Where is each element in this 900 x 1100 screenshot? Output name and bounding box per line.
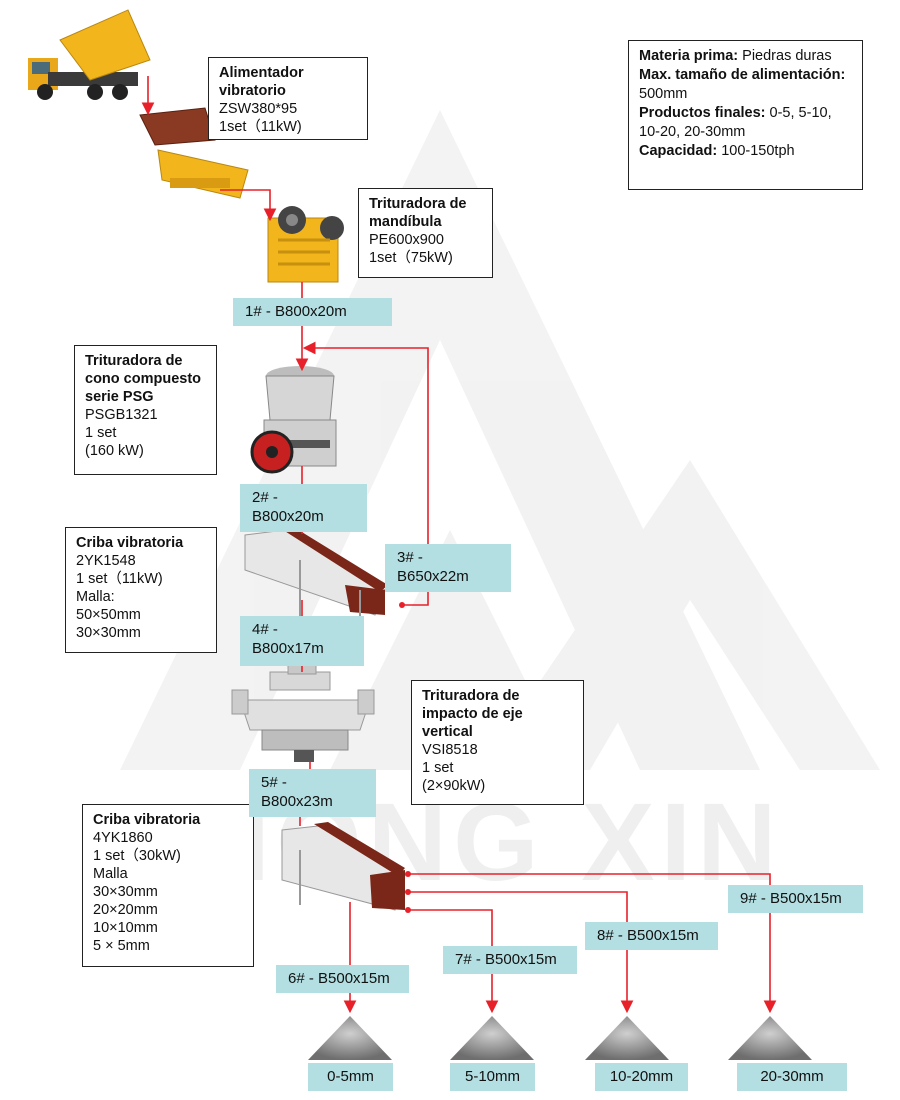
product-label-10-20: 10-20mm: [595, 1063, 688, 1091]
belt-9-text: 9# - B500x15m: [740, 890, 842, 907]
cone-power: (160 kW): [85, 443, 144, 459]
jaw-name: Trituradora de mandíbula: [369, 196, 467, 230]
screen1-mesh-1: 50×50mm: [76, 607, 141, 623]
dump-truck-icon: [28, 9, 151, 100]
jaw-set: 1set（75kW): [369, 250, 453, 266]
screen1-mesh-2: 30×30mm: [76, 625, 141, 641]
belt-2-text-b: B800x20m: [252, 508, 324, 525]
feed-size-label: Max. tamaño de alimentación:: [639, 67, 846, 83]
screen2-mesh-3: 10×10mm: [93, 920, 158, 936]
feeder-model: ZSW380*95: [219, 101, 298, 117]
screen1-set: 1 set（11kW): [76, 571, 163, 587]
belt-6-label: 6# - B500x15m: [276, 965, 409, 993]
capacity-label: Capacidad:: [639, 143, 718, 159]
belt-5-label: 5# - B800x23m: [249, 769, 376, 817]
belt-1-label: 1# - B800x20m: [233, 298, 392, 326]
belt-7-text: 7# - B500x15m: [455, 951, 557, 968]
screen2-set: 1 set（30kW): [93, 848, 181, 864]
screen2-mesh-2: 20×20mm: [93, 902, 158, 918]
vsi-power: (2×90kW): [422, 778, 486, 794]
belt-7-label: 7# - B500x15m: [443, 946, 577, 974]
feeder-set: 1set（11kW): [219, 119, 302, 135]
stockpile-20-30-icon: [728, 1016, 812, 1060]
stockpile-0-5-icon: [308, 1016, 392, 1060]
belt-9-label: 9# - B500x15m: [728, 885, 863, 913]
jaw-crusher-icon: [267, 206, 344, 283]
screen2-mesh-1: 30×30mm: [93, 884, 158, 900]
raw-material-value: Piedras duras: [742, 48, 832, 64]
belt-4-text-a: 4# -: [252, 621, 278, 638]
belt-5-text-b: B800x23m: [261, 793, 333, 810]
vsi-set: 1 set: [422, 760, 454, 776]
product-label-5-10: 5-10mm: [450, 1063, 535, 1091]
cone-model: PSGB1321: [85, 407, 158, 423]
feeder-name: Alimentador vibratorio: [219, 65, 304, 99]
belt-4-text-b: B800x17m: [252, 640, 324, 657]
cone-set: 1 set: [85, 425, 117, 441]
raw-material-label: Materia prima:: [639, 48, 739, 64]
vsi-model: VSI8518: [422, 742, 478, 758]
products-label: Productos finales:: [639, 105, 766, 121]
cone-crusher-icon: [250, 366, 337, 474]
products-value: 0-5, 5-10, 10-20, 20-30mm: [639, 105, 832, 140]
vibrating-screen-2-icon: [281, 822, 406, 911]
product-label-20-30: 20-30mm: [737, 1063, 847, 1091]
belt-2-label: 2# - B800x20m: [240, 484, 367, 532]
stockpile-10-20-icon: [585, 1016, 669, 1060]
screen1-model: 2YK1548: [76, 553, 136, 569]
feed-size-value: 500mm: [639, 86, 688, 102]
belt-3-text-a: 3# -: [397, 549, 423, 566]
spec-box: Materia prima: Piedras duras Max. tamaño…: [628, 40, 863, 190]
belt-6-text: 6# - B500x15m: [288, 970, 390, 987]
vibrating-feeder-icon: [139, 107, 249, 199]
belt-8-text: 8# - B500x15m: [597, 927, 699, 944]
screen1-mesh-label: Malla:: [76, 589, 115, 605]
screen1-name: Criba vibratoria: [76, 535, 184, 551]
belt-3-label: 3# - B650x22m: [385, 544, 511, 592]
screen2-name: Criba vibratoria: [93, 812, 201, 828]
screen-2-box: Criba vibratoria 4YK1860 1 set（30kW) Mal…: [82, 804, 254, 967]
screen2-mesh-label: Malla: [93, 866, 128, 882]
feeder-box: Alimentador vibratorio ZSW380*95 1set（11…: [208, 57, 368, 140]
vsi-name: Trituradora de impacto de eje vertical: [422, 688, 523, 740]
belt-1-text: 1# - B800x20m: [245, 303, 347, 320]
stockpile-5-10-icon: [450, 1016, 534, 1060]
vsi-crusher-box: Trituradora de impacto de eje vertical V…: [411, 680, 584, 805]
jaw-model: PE600x900: [369, 232, 444, 248]
watermark-logo: [120, 110, 880, 770]
belt-5-text-a: 5# -: [261, 774, 287, 791]
screen2-mesh-4: 5 × 5mm: [93, 938, 150, 954]
product-label-0-5: 0-5mm: [308, 1063, 393, 1091]
screen2-model: 4YK1860: [93, 830, 153, 846]
cone-crusher-box: Trituradora de cono compuesto serie PSG …: [74, 345, 217, 475]
screen-1-box: Criba vibratoria 2YK1548 1 set（11kW) Mal…: [65, 527, 217, 653]
flow-arrows: [141, 76, 777, 1014]
belt-2-text-a: 2# -: [252, 489, 278, 506]
capacity-value: 100-150tph: [721, 143, 795, 159]
flow-junction-dots: [399, 602, 411, 913]
belt-4-label: 4# - B800x17m: [240, 616, 364, 666]
belt-8-label: 8# - B500x15m: [585, 922, 718, 950]
cone-name: Trituradora de cono compuesto serie PSG: [85, 353, 202, 405]
belt-3-text-b: B650x22m: [397, 568, 469, 585]
vibrating-screen-1-icon: [244, 526, 388, 625]
jaw-crusher-box: Trituradora de mandíbula PE600x900 1set（…: [358, 188, 493, 278]
